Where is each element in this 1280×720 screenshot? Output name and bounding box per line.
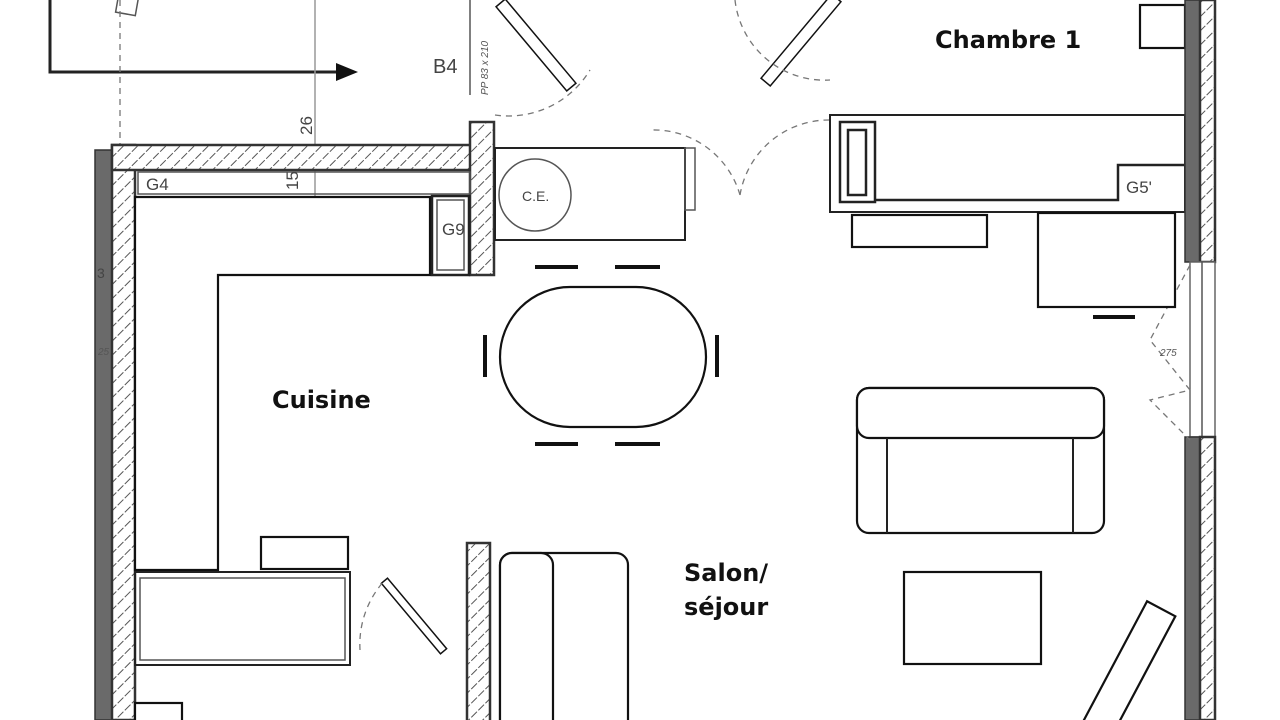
wall-right-bottom — [1198, 435, 1217, 720]
room-label-bedroom: Chambre 1 — [935, 26, 1081, 54]
wall-left — [110, 143, 137, 720]
bathroom-wall — [134, 571, 351, 666]
ce-side — [684, 147, 696, 211]
dining-chairs — [483, 265, 719, 446]
room-label-living-2: séjour — [684, 593, 768, 621]
water-heater — [498, 158, 572, 232]
wall-step — [875, 163, 1185, 202]
kitchen-counter — [133, 195, 432, 572]
dining-table — [498, 285, 708, 429]
g9-label: G9 — [442, 220, 465, 239]
wall-top — [110, 143, 494, 172]
dim-3: 3 — [97, 265, 105, 281]
g5-label: G5' — [1126, 178, 1152, 197]
dim-275: 275 — [1159, 348, 1177, 359]
exterior-wall-right — [1184, 0, 1201, 263]
kitchen-appliance — [259, 535, 350, 571]
dim-15: 15 — [283, 171, 302, 190]
b4-label: B4 — [433, 56, 457, 78]
g9-unit — [430, 194, 471, 277]
bedroom-nightstand — [1138, 3, 1187, 50]
g4-strip — [137, 171, 471, 195]
tv-unit — [1075, 599, 1177, 720]
bedroom-closet-inner — [846, 128, 868, 197]
window-swing — [1148, 264, 1192, 441]
door-top-right[interactable] — [649, 0, 843, 196]
wall-partition-bottom — [465, 541, 492, 720]
sofa — [855, 386, 1106, 535]
exterior-wall-right-bottom — [1184, 436, 1201, 720]
door-top-left[interactable] — [469, 0, 591, 117]
door-bathroom[interactable] — [359, 577, 448, 655]
small-cabinet — [133, 701, 184, 720]
coffee-table — [902, 570, 1043, 666]
bathroom-wall-inner — [139, 577, 346, 661]
wall-right-top — [1198, 0, 1217, 264]
bedroom-desk — [850, 213, 989, 249]
g9-inner — [436, 199, 465, 271]
dim-26: 26 — [297, 116, 316, 135]
bedroom-bed — [1036, 211, 1177, 309]
room-label-kitchen: Cuisine — [272, 386, 371, 414]
wall-partition — [468, 120, 496, 277]
g4-label: G4 — [146, 175, 169, 194]
ce-label: C.E. — [522, 188, 549, 204]
dim-25: 25 — [97, 347, 110, 358]
door-spec: PP 83 x 210 — [480, 40, 491, 95]
second-sofa — [498, 551, 630, 720]
bedroom-closet — [838, 120, 877, 204]
direction-arrow — [48, 0, 358, 81]
exterior-wall-left — [94, 149, 113, 720]
bedroom-wall — [829, 114, 1186, 213]
room-label-living-1: Salon/ — [684, 559, 768, 587]
